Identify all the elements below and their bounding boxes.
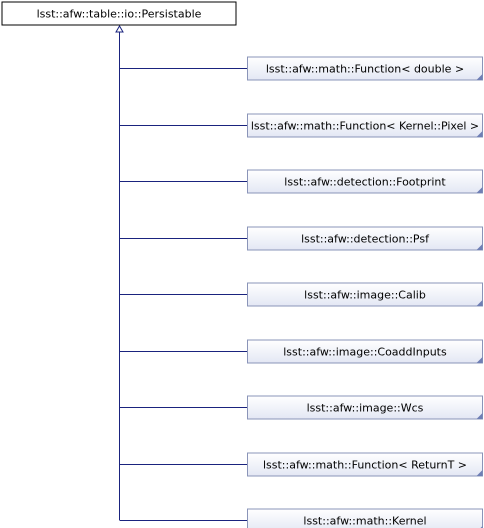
node-corner-marker [476, 244, 483, 250]
derived-class-node-box [247, 282, 483, 307]
derived-class-node-box [247, 508, 483, 528]
derived-class-node[interactable]: lsst::afw::image::CoaddInputs [247, 339, 483, 364]
derived-class-node[interactable]: lsst::afw::image::Calib [247, 282, 483, 307]
node-corner-marker [476, 470, 483, 476]
derived-class-node[interactable]: lsst::afw::math::Kernel [247, 508, 483, 528]
derived-class-node-box [247, 56, 483, 81]
derived-class-node-label: lsst::afw::image::Wcs [307, 402, 424, 415]
node-corner-marker [476, 413, 483, 419]
node-corner-marker [476, 300, 483, 306]
node-corner-marker [476, 74, 483, 80]
derived-class-node[interactable]: lsst::afw::math::Function< Kernel::Pixel… [247, 113, 483, 138]
derived-class-node-box [247, 169, 483, 194]
derived-class-node-box [247, 113, 483, 138]
derived-class-node-label: lsst::afw::detection::Footprint [284, 176, 446, 189]
derived-class-node[interactable]: lsst::afw::math::Function< double > [247, 56, 483, 81]
derived-class-node[interactable]: lsst::afw::detection::Footprint [247, 169, 483, 194]
derived-class-node-box [247, 339, 483, 364]
root-node[interactable]: lsst::afw::table::io::Persistable [1, 1, 237, 26]
derived-class-node-box [247, 452, 483, 477]
derived-class-node-box [247, 226, 483, 251]
derived-class-node[interactable]: lsst::afw::detection::Psf [247, 226, 483, 251]
node-corner-marker [476, 357, 483, 363]
derived-class-nodes: lsst::afw::math::Function< double >lsst:… [247, 56, 483, 528]
derived-class-node-label: lsst::afw::math::Function< Kernel::Pixel… [251, 120, 479, 133]
node-corner-marker [476, 187, 483, 193]
derived-class-node[interactable]: lsst::afw::image::Wcs [247, 395, 483, 420]
derived-class-node-label: lsst::afw::detection::Psf [301, 233, 430, 246]
root-node-label: lsst::afw::table::io::Persistable [37, 8, 202, 21]
derived-class-node-label: lsst::afw::math::Function< double > [266, 63, 464, 76]
root-node-box [1, 1, 237, 26]
derived-class-node-label: lsst::afw::image::CoaddInputs [283, 346, 447, 359]
node-corner-marker [476, 131, 483, 137]
derived-class-node[interactable]: lsst::afw::math::Function< ReturnT > [247, 452, 483, 477]
derived-class-node-label: lsst::afw::image::Calib [304, 289, 426, 302]
derived-class-node-label: lsst::afw::math::Kernel [303, 515, 426, 528]
derived-class-node-label: lsst::afw::math::Function< ReturnT > [263, 459, 467, 472]
inheritance-arrowhead [115, 25, 124, 33]
derived-class-node-box [247, 395, 483, 420]
inheritance-edges [115, 25, 247, 521]
